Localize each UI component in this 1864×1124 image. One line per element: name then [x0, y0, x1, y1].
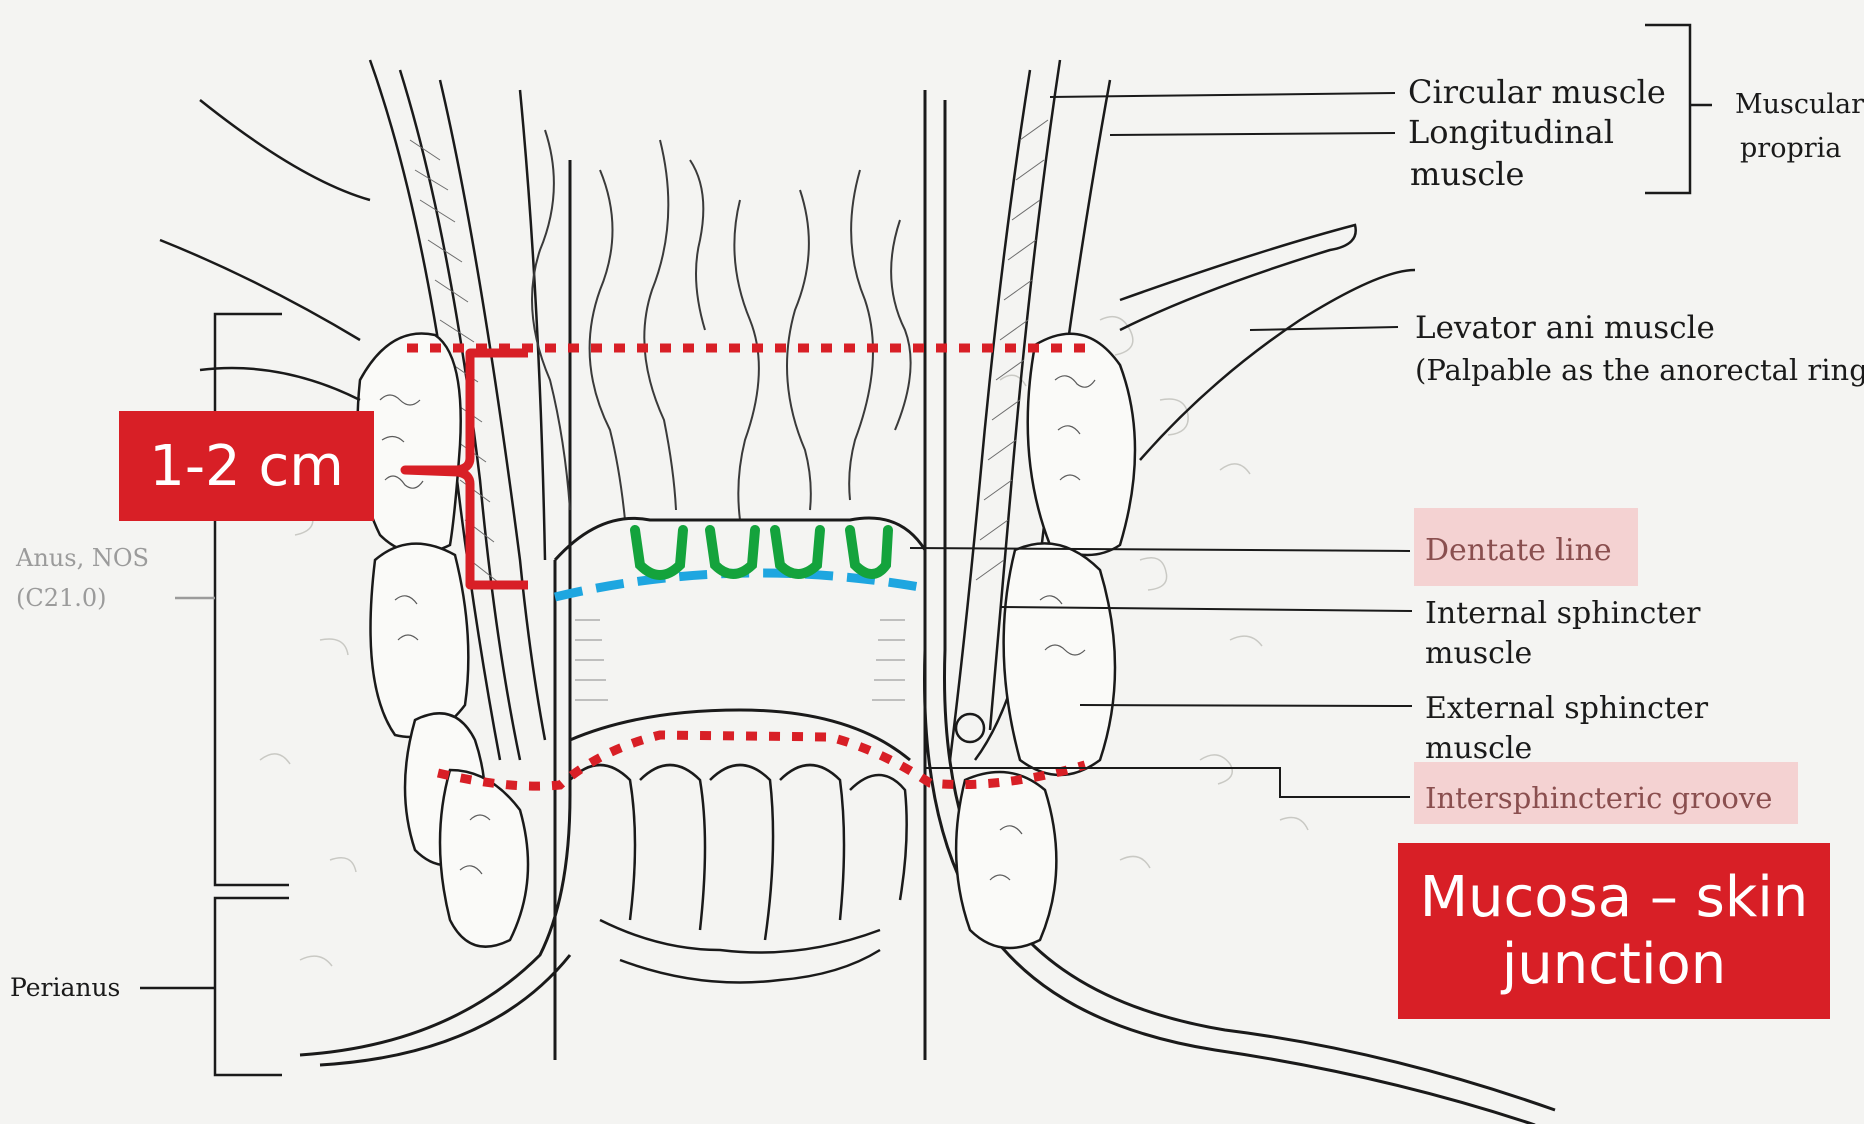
label-external-sphincter-2: muscle [1425, 731, 1532, 766]
crypt-3 [775, 530, 820, 574]
intersphincteric-mark [956, 714, 984, 742]
label-intersphincteric-groove: Intersphincteric groove [1425, 781, 1772, 815]
label-anus-nos-2: (C21.0) [16, 584, 107, 612]
label-anus-nos-1: Anus, NOS [15, 544, 149, 572]
anal-crypts [635, 530, 888, 575]
label-longitudinal-muscle-2: muscle [1410, 155, 1524, 193]
measurement-callout: 1-2 cm [119, 411, 374, 521]
label-perianus: Perianus [10, 973, 120, 1002]
label-longitudinal-muscle-1: Longitudinal [1408, 113, 1614, 151]
skin-contours [300, 90, 1555, 1124]
label-internal-sphincter-1: Internal sphincter [1425, 596, 1701, 631]
label-circular-muscle: Circular muscle [1408, 73, 1666, 111]
label-internal-sphincter-2: muscle [1425, 636, 1532, 671]
label-dentate-line: Dentate line [1425, 533, 1612, 568]
rectal-wall-layers [370, 60, 1110, 760]
anal-folds [570, 765, 907, 983]
crypt-2 [710, 530, 755, 574]
label-muscularis-2: propria [1740, 133, 1841, 164]
mucosa-skin-junction-callout: Mucosa – skin junction [1398, 843, 1830, 1019]
canal-hatching [575, 620, 905, 700]
label-levator-ani-1: Levator ani muscle [1415, 310, 1715, 346]
crypt-4 [850, 530, 888, 574]
levator-ani [160, 100, 1415, 460]
leader-lines [910, 93, 1412, 797]
label-external-sphincter-1: External sphincter [1425, 691, 1709, 726]
crypt-1 [635, 530, 683, 575]
anal-canal-walls [555, 518, 925, 1060]
mucosal-folds [532, 130, 911, 520]
label-levator-ani-2: (Palpable as the anorectal ring) [1415, 353, 1864, 387]
label-muscularis-1: Muscularis [1735, 89, 1864, 120]
